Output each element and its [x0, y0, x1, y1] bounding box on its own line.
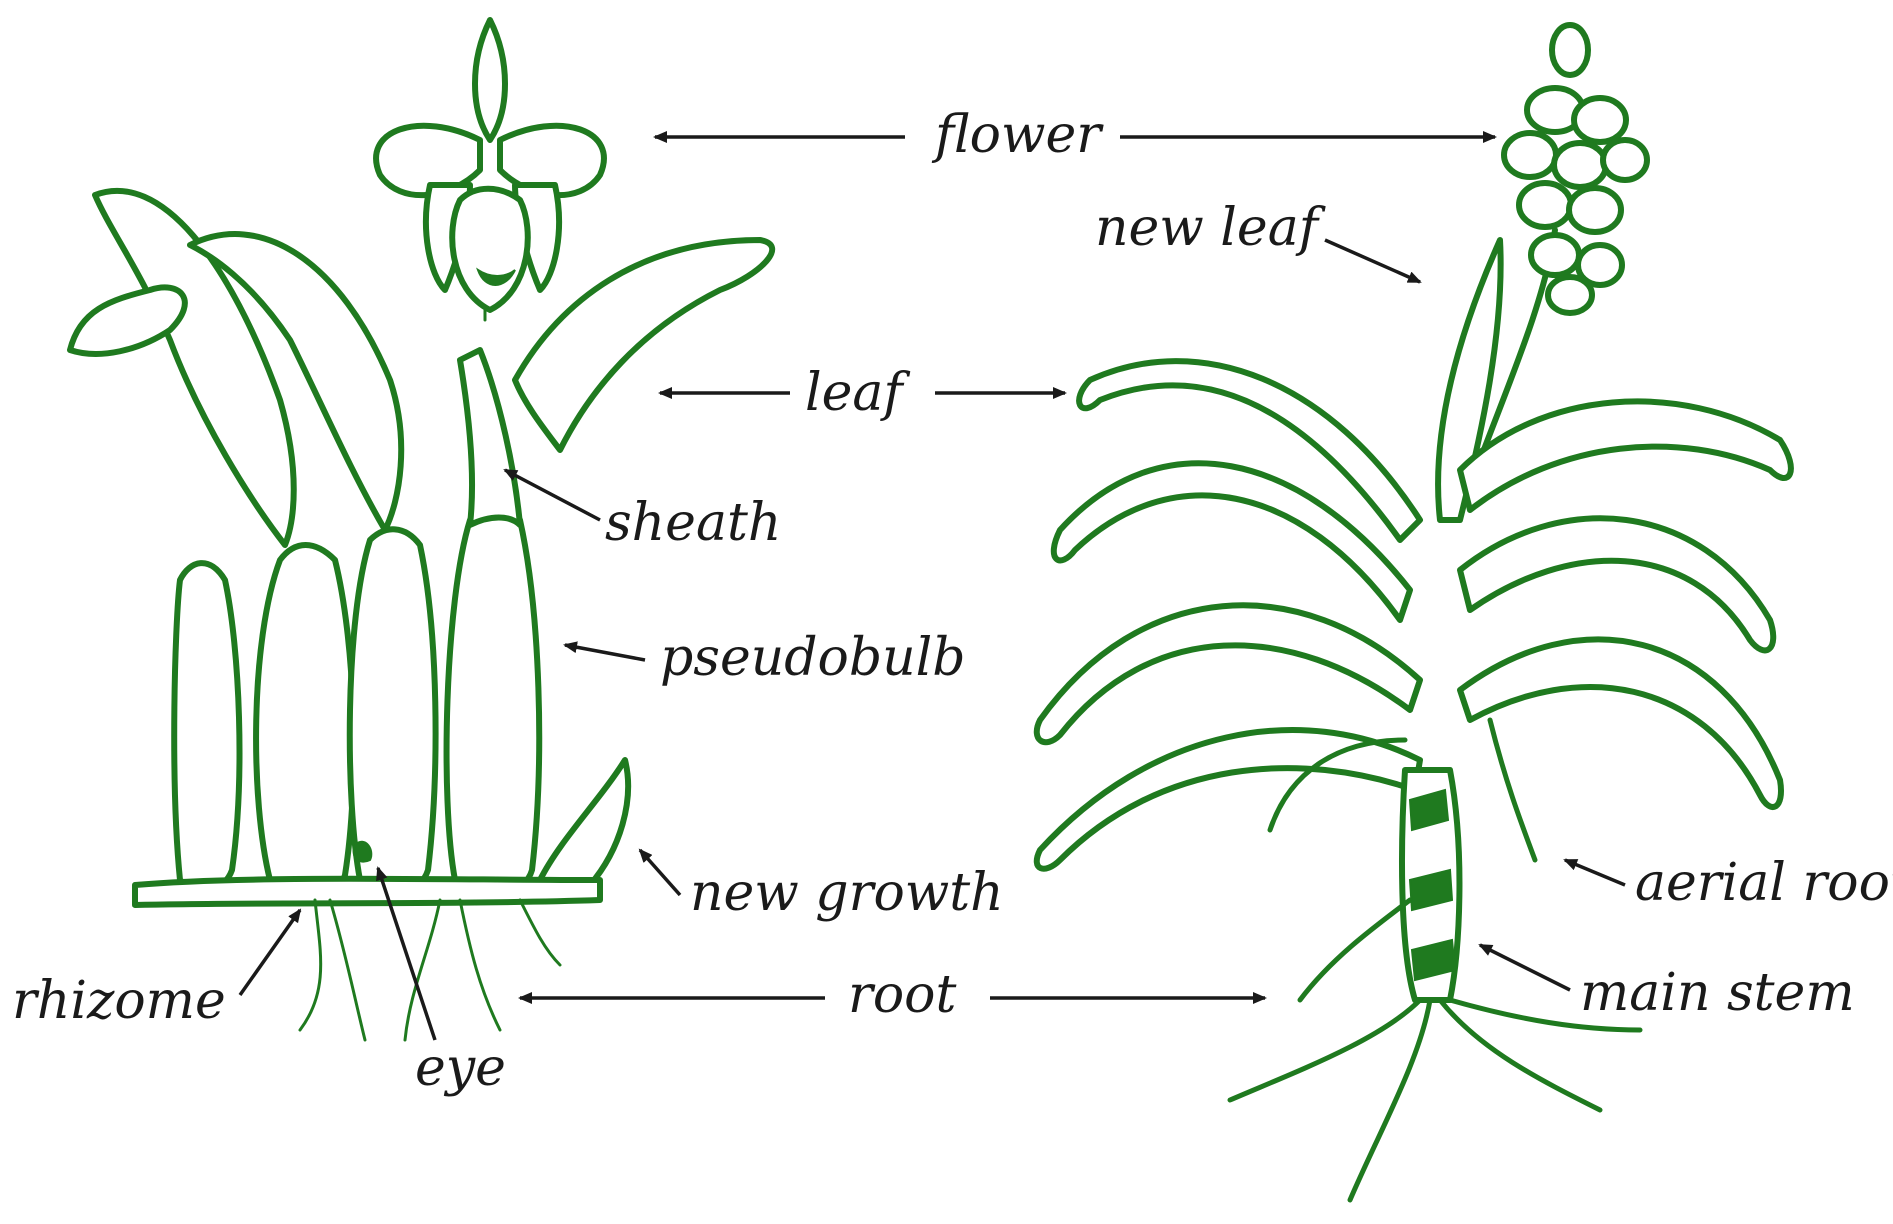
- label-new-growth: new growth: [690, 863, 1004, 923]
- label-leaf-group: leaf: [660, 363, 1065, 423]
- label-eye: eye: [415, 1038, 506, 1098]
- label-new-leaf-group: new leaf: [1095, 198, 1420, 282]
- label-sheath: sheath: [605, 493, 781, 553]
- label-main-stem: main stem: [1580, 963, 1855, 1023]
- label-root: root: [848, 965, 956, 1025]
- pseudobulb-shape: [174, 563, 239, 891]
- label-pseudobulb: pseudobulb: [660, 628, 966, 688]
- label-rhizome-group: rhizome: [12, 910, 300, 1031]
- label-leaf: leaf: [805, 363, 910, 423]
- label-sheath-group: sheath: [505, 470, 781, 553]
- rhizome-shape: [135, 879, 600, 905]
- label-aerial-root-group: aerial root: [1565, 853, 1893, 913]
- label-flower-group: flower: [655, 105, 1495, 165]
- label-aerial-root: aerial root: [1635, 853, 1893, 913]
- label-pseudobulb-group: pseudobulb: [565, 628, 966, 688]
- flower-spike: [1504, 25, 1647, 313]
- label-root-group: root: [520, 965, 1265, 1025]
- label-rhizome: rhizome: [12, 971, 226, 1031]
- label-main-stem-group: main stem: [1480, 945, 1855, 1023]
- label-new-growth-group: new growth: [640, 850, 1004, 923]
- label-new-leaf: new leaf: [1095, 198, 1326, 258]
- label-flower: flower: [931, 105, 1104, 165]
